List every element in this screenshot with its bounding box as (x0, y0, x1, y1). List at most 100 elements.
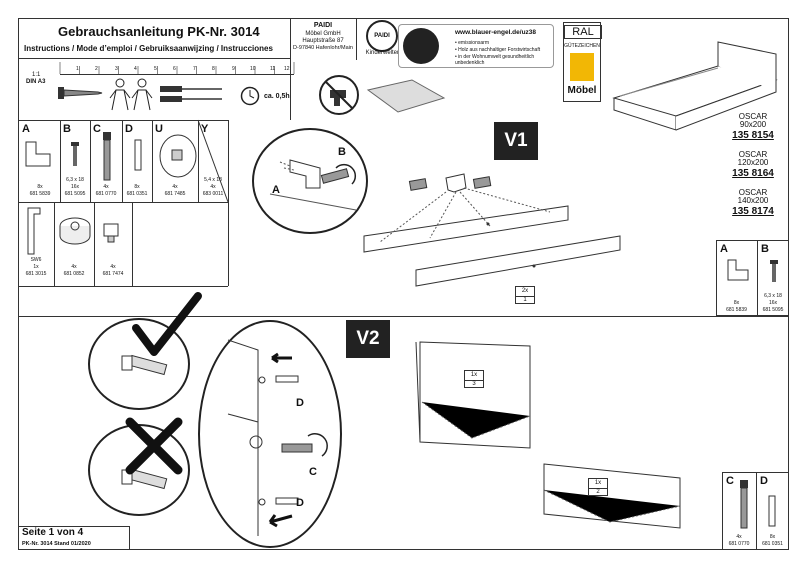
product-3-name: OSCAR (738, 188, 768, 197)
company-line1: Möbel GmbH (305, 31, 341, 37)
v2-panel-2-drawing (543, 463, 681, 529)
part-d-code: 681 0351 (126, 191, 148, 197)
v1-rails-drawing (363, 173, 621, 287)
v2-dowel-d-icon (768, 495, 776, 527)
section-divider (18, 316, 789, 317)
part-y-letter: Y (201, 123, 209, 135)
v1-detail-circle (252, 128, 368, 234)
v2-detail-drawing (227, 339, 328, 536)
part-y-spec: 5,4 x 18 (204, 177, 222, 183)
blauer-engel-url: www.blauer-engel.de/uz38 (455, 29, 537, 36)
product-3-number: 135 8174 (732, 206, 774, 217)
v1-side-sep (757, 240, 758, 316)
product-2-name: OSCAR (738, 150, 768, 159)
step-v1-badge: V1 (494, 122, 538, 160)
v1-part-b-spec: 6,3 x 18 (764, 293, 782, 299)
scale-ratio: 1:1 (32, 72, 41, 78)
glide-foot-qty: 4x (110, 264, 116, 270)
product-1-number: 135 8154 (732, 130, 774, 141)
v1-part-b-letter: B (761, 243, 769, 255)
bracket-icon (25, 141, 51, 167)
part-b-letter: B (63, 123, 71, 135)
ruler-tick-2: 2 (95, 66, 98, 72)
assembly-time: ca. 0,5h (264, 93, 290, 100)
v1-part-a-letter: A (720, 243, 728, 255)
cam-fitting-icon (59, 217, 91, 245)
blauer-engel-logo (403, 28, 439, 64)
ral-logo: RAL GÜTEZEICHEN Möbel (563, 22, 602, 102)
fitting-u-icon (159, 134, 197, 178)
paidi-tagline: Kinderwelten (365, 50, 401, 56)
ruler-tick-8: 8 (212, 66, 215, 72)
v2-side-parts (722, 472, 789, 550)
ruler-tick-4: 4 (134, 66, 137, 72)
v2-panel-2-label: 1x 2 (588, 478, 608, 496)
part-b-spec: 6,3 x 18 (66, 177, 84, 183)
correct-connector-drawing (121, 354, 168, 376)
connector-c-icon (103, 132, 111, 181)
part-b-code: 681 5095 (64, 191, 86, 197)
allen-key-code: 681 3015 (25, 271, 47, 277)
v2-part-d-qty: 8x (769, 534, 776, 540)
part-c-code: 681 0770 (95, 191, 117, 197)
part-u-letter: U (155, 123, 163, 135)
footer-meta: PK-Nr. 3014 Stand 01/2020 (22, 541, 91, 547)
v1-screw-icon (770, 260, 778, 282)
ruler-tick-10: 10 (250, 66, 256, 72)
company-line3: D-97840 Hafenlohr/Main (293, 45, 353, 51)
ruler-tick-12: 12 (284, 66, 290, 72)
parts-table-bottom2 (18, 286, 228, 287)
v1-part-b-qty: 16x (768, 300, 778, 306)
product-2-size: 120x200 (737, 158, 769, 167)
product-2-number: 135 8164 (732, 168, 774, 179)
v1-bracket-icon (727, 259, 749, 281)
v2-part-c-qty: 4x (736, 534, 742, 540)
v2-part-c-letter: C (726, 475, 734, 487)
part-y-qty: 4x (210, 184, 216, 190)
blauer-engel-point-2: • Holz aus nachhaltiger Forstwirtschaft (455, 47, 541, 53)
ruler-tick-6: 6 (173, 66, 176, 72)
v2-side-sep (756, 472, 757, 550)
v2-part-d-code: 681 0351 (762, 541, 783, 547)
blauer-engel-box: www.blauer-engel.de/uz38 • emissionsarm … (398, 24, 554, 68)
part-a-qty: 8x (37, 184, 43, 190)
part-u-code: 681 7485 (164, 191, 186, 197)
company-name: PAIDI (313, 22, 333, 29)
parts-col-sep (152, 120, 153, 202)
part-u-qty: 4x (172, 184, 178, 190)
allen-key-label: SW6 (30, 257, 42, 263)
parts-table-bottom (18, 202, 228, 203)
part-a-letter: A (22, 123, 30, 135)
two-persons-icon (109, 78, 153, 111)
v2-part-c-code: 681 0770 (728, 541, 750, 547)
product-1-name: OSCAR (738, 112, 768, 121)
v2-label-c: C (309, 466, 317, 478)
checkmark-icon (132, 292, 202, 356)
ruler-tick-5: 5 (154, 66, 157, 72)
page-number: Seite 1 von 4 (22, 527, 84, 538)
v2-panel-3-drawing (415, 341, 531, 449)
part-c-letter: C (93, 123, 101, 135)
correct-detail-circle (88, 318, 190, 410)
parts-table-right (228, 120, 229, 286)
page-title: Gebrauchsanleitung PK-Nr. 3014 (58, 24, 260, 39)
header-vline2 (356, 18, 357, 60)
v2-label-d1: D (296, 397, 304, 409)
ruler-tick-11: 11 (270, 66, 276, 72)
v2-connector-c-icon (740, 480, 748, 529)
v2-panel-3-label: 1x 3 (464, 370, 484, 388)
ruler-tick-1: 1 (76, 66, 79, 72)
parts-col-sep (122, 120, 123, 202)
v2-part-d-letter: D (760, 475, 768, 487)
blauer-engel-point-3: • in der Wohnumwelt gesundheitlich unbed… (455, 54, 535, 66)
ruler-tick-7: 7 (193, 66, 196, 72)
allen-key-qty: 1x (33, 264, 39, 270)
part-y-code: 683 0011 (202, 191, 224, 197)
scale-ruler (59, 62, 295, 75)
blauer-engel-point-1: • emissionsarm (455, 40, 489, 46)
part-b-qty: 16x (70, 184, 80, 190)
part-c-qty: 4x (103, 184, 109, 190)
v2-detail-ellipse (198, 320, 342, 548)
allen-key-icon (27, 207, 41, 255)
cam-fitting-qty: 4x (71, 264, 77, 270)
